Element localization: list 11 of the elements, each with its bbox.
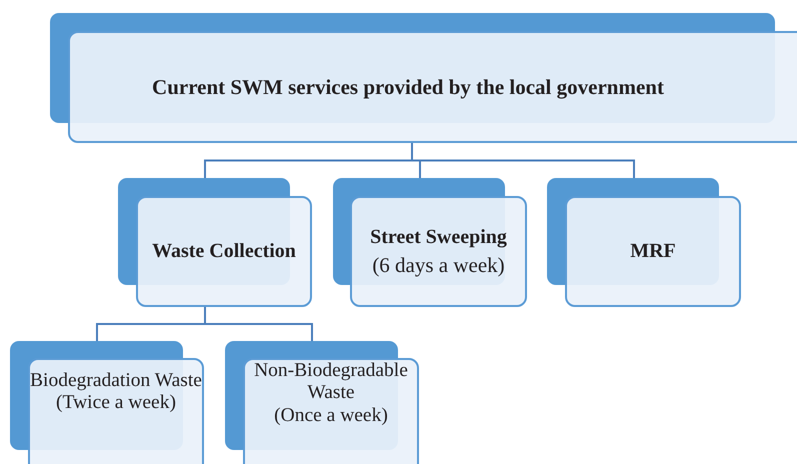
node-title: Biodegradation Waste bbox=[30, 370, 202, 392]
connector-line bbox=[411, 143, 635, 178]
node-title: Non-Biodegradable Waste bbox=[253, 360, 409, 405]
node-note: (Twice a week) bbox=[56, 392, 176, 415]
node-note: (6 days a week) bbox=[372, 252, 505, 278]
connector-line bbox=[204, 307, 313, 341]
node-title: Street Sweeping bbox=[370, 226, 507, 249]
node-title: Current SWM services provided by the local government bbox=[152, 74, 664, 100]
node-title: MRF bbox=[630, 240, 676, 263]
node-title: Waste Collection bbox=[152, 240, 296, 263]
node-note: (Once a week) bbox=[274, 404, 388, 428]
